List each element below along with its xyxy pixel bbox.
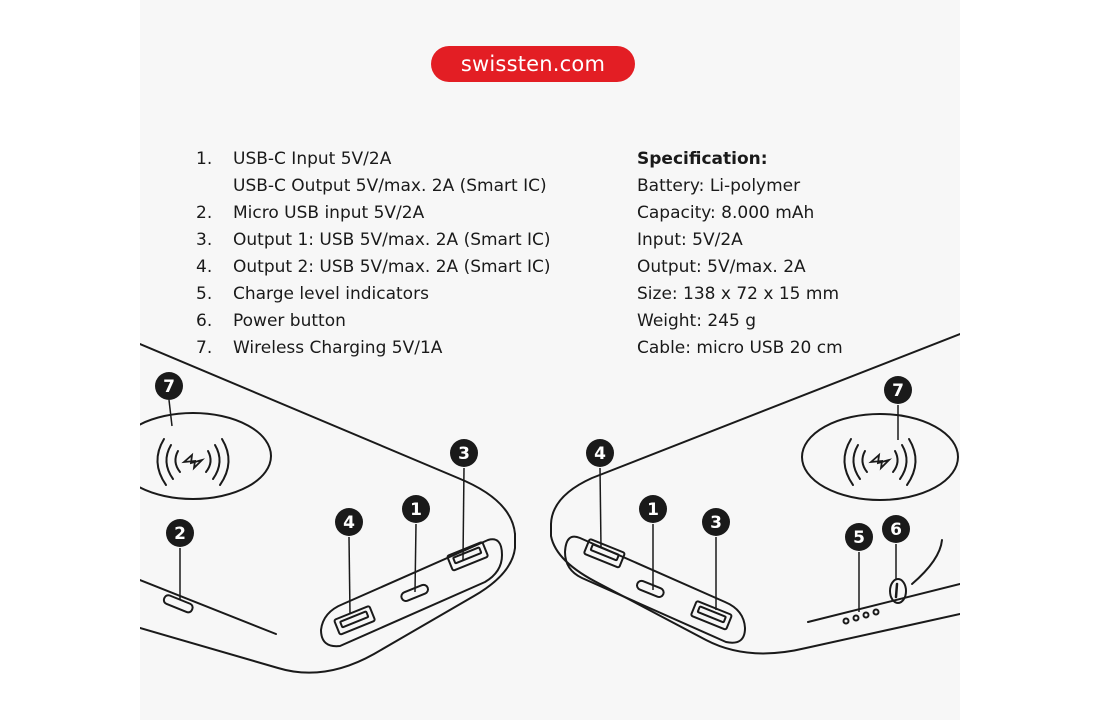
callout-number: 4 [594, 444, 606, 464]
callout-badge-right-7: 7 [884, 376, 912, 404]
callout-number: 1 [410, 500, 422, 520]
spec-row: Size: 138 x 72 x 15 mm [637, 284, 839, 304]
feature-number: 4. [196, 257, 213, 277]
usb-a-port-left-1 [446, 541, 489, 572]
lightning-icon [868, 452, 893, 471]
callout-badge-right-3: 3 [702, 508, 730, 536]
callout-number: 6 [890, 520, 902, 540]
power-bank-right-side-curve [911, 539, 943, 585]
callout-number: 4 [343, 513, 355, 533]
callout-leader-lines [168, 399, 899, 615]
feature-number: 3. [196, 230, 213, 250]
power-bank-right-port-panel [564, 535, 746, 644]
feature-item: 2. Micro USB input 5V/2A [196, 200, 551, 227]
feature-text: Power button [233, 311, 346, 331]
feature-item: 7. Wireless Charging 5V/1A [196, 335, 551, 362]
feature-text-continuation: USB-C Output 5V/max. 2A (Smart IC) [233, 176, 547, 196]
power-bank-left-lower-edge [140, 579, 277, 635]
feature-number: 1. [196, 149, 213, 169]
feature-text: Micro USB input 5V/2A [233, 203, 425, 223]
power-bank-right-top-edge [550, 333, 960, 525]
power-bank-left-port-panel [320, 538, 503, 648]
callout-number: 3 [710, 513, 722, 533]
charge-indicator-led [872, 608, 880, 616]
specification-block: Specification: Battery: Li-polymer Capac… [637, 146, 843, 362]
feature-item: 5. Charge level indicators [196, 281, 551, 308]
charge-indicator-led [842, 617, 850, 625]
power-bank-left [140, 343, 516, 674]
callout-badge-right-4: 4 [586, 439, 614, 467]
power-button-right [889, 578, 907, 604]
brand-label: swissten.com [460, 52, 606, 76]
usb-a-port-left-2-tongue [339, 610, 370, 629]
feature-text: Charge level indicators [233, 284, 429, 304]
usb-c-port-left [400, 583, 429, 602]
wireless-pad-right [801, 413, 959, 501]
feature-text: USB-C Input 5V/2A [233, 149, 392, 169]
feature-number: 2. [196, 203, 213, 223]
brand-badge: swissten.com [431, 46, 635, 82]
power-bank-right [550, 333, 960, 655]
specification-title: Specification: [637, 149, 768, 169]
power-button-mark [894, 582, 899, 599]
feature-item: 3. Output 1: USB 5V/max. 2A (Smart IC) [196, 227, 551, 254]
feature-list: 1. USB-C Input 5V/2A USB-C Output 5V/max… [196, 146, 551, 362]
micro-usb-port-left [162, 594, 194, 614]
spec-row: Output: 5V/max. 2A [637, 257, 806, 277]
callout-badge-left-3: 3 [450, 439, 478, 467]
callout-badge-right-5: 5 [845, 523, 873, 551]
callout-badge-left-4: 4 [335, 508, 363, 536]
callout-badge-left-2: 2 [166, 519, 194, 547]
power-bank-right-lower-edge [807, 583, 960, 623]
power-bank-left-top-edge [140, 343, 516, 535]
callout-number: 2 [174, 524, 186, 544]
wireless-charging-icon [843, 438, 917, 486]
power-bank-left-body-outline [140, 533, 516, 674]
spec-row: Cable: micro USB 20 cm [637, 338, 843, 358]
usb-a-port-left-2 [333, 605, 376, 636]
feature-number: 6. [196, 311, 213, 331]
callout-number: 1 [647, 500, 659, 520]
wireless-pad-left [140, 412, 272, 500]
callout-number: 7 [892, 381, 904, 401]
feature-number: 7. [196, 338, 213, 358]
usb-a-port-right-2-tongue [696, 605, 727, 624]
power-bank-right-body-outline [550, 523, 960, 655]
usb-c-port-right [636, 579, 665, 598]
spec-row: Battery: Li-polymer [637, 176, 801, 196]
spec-row: Capacity: 8.000 mAh [637, 203, 815, 223]
feature-number: 5. [196, 284, 213, 304]
usb-a-port-right-1-tongue [589, 543, 620, 562]
callout-badge-right-6: 6 [882, 515, 910, 543]
feature-text: Wireless Charging 5V/1A [233, 338, 443, 358]
diagram-background [140, 0, 960, 720]
wireless-charging-icon [156, 438, 230, 486]
lightning-icon [181, 452, 206, 471]
feature-item: 1. USB-C Input 5V/2A USB-C Output 5V/max… [196, 146, 551, 200]
usb-a-port-right-1 [583, 538, 626, 569]
callout-badge-right-1: 1 [639, 495, 667, 523]
feature-item: 4. Output 2: USB 5V/max. 2A (Smart IC) [196, 254, 551, 281]
feature-text: Output 1: USB 5V/max. 2A (Smart IC) [233, 230, 551, 250]
callout-number: 3 [458, 444, 470, 464]
feature-item: 6. Power button [196, 308, 551, 335]
usb-a-port-right-2 [690, 600, 733, 631]
callout-number: 5 [853, 528, 865, 548]
callout-badge-left-7: 7 [155, 372, 183, 400]
spec-row: Weight: 245 g [637, 311, 756, 331]
usb-a-port-left-1-tongue [452, 546, 483, 565]
callout-badge-left-1: 1 [402, 495, 430, 523]
spec-row: Input: 5V/2A [637, 230, 743, 250]
feature-text: Output 2: USB 5V/max. 2A (Smart IC) [233, 257, 551, 277]
charge-indicator-led [862, 611, 870, 619]
callout-number: 7 [163, 377, 175, 397]
charge-indicator-led [852, 614, 860, 622]
